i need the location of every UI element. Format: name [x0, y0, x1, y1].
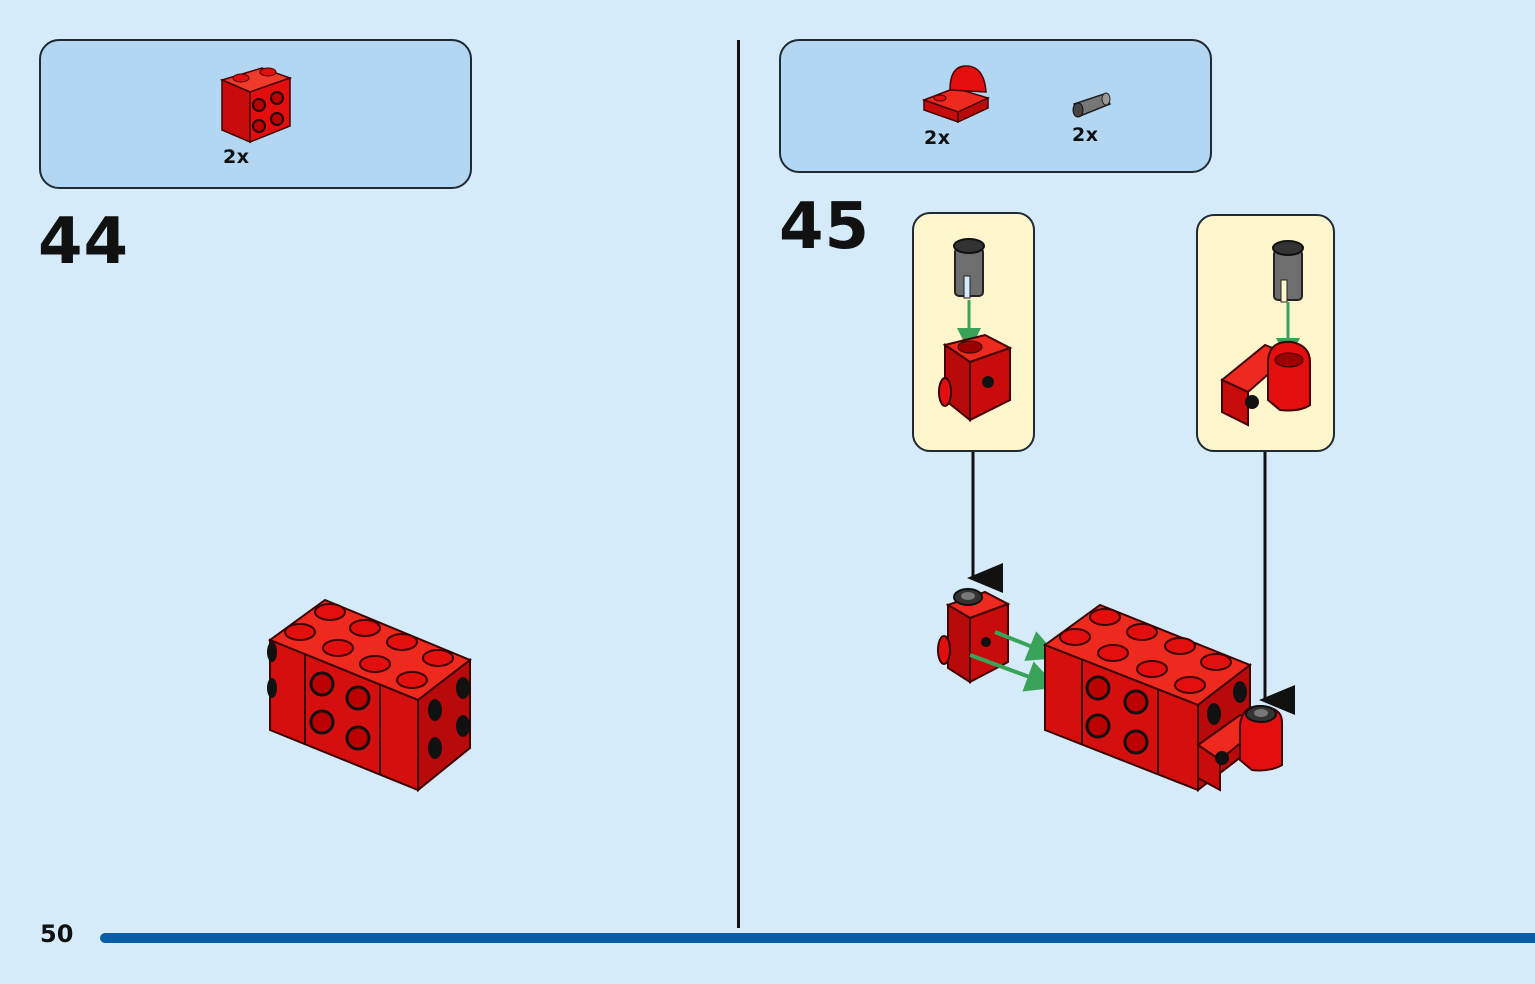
step-44-number: 44: [38, 205, 130, 279]
step-45-part-1-quantity: 2x: [924, 127, 951, 149]
step-44-parts-box: [39, 39, 472, 189]
sub-assembly-callout-left: [912, 212, 1035, 452]
assembly-left-plate-with-pin: [937, 588, 1011, 684]
assembly-green-arrow-top: [994, 630, 1060, 661]
sub-assembly-callout-right: [1196, 214, 1335, 452]
assembly-green-arrow-bottom: [969, 653, 1059, 692]
footer-bar: [100, 933, 1535, 943]
step-45-number: 45: [779, 190, 871, 264]
step-44-part-quantity: 2x: [223, 146, 250, 168]
page-divider: [737, 40, 740, 928]
step-45-part-2-quantity: 2x: [1072, 124, 1099, 146]
assembly-right-plate-with-pin: [1196, 704, 1283, 792]
page-number: 50: [40, 920, 74, 948]
step-45-parts-box: [779, 39, 1212, 173]
red-brick-assembly: [267, 598, 472, 793]
assembly-main-brick: [1042, 603, 1253, 793]
